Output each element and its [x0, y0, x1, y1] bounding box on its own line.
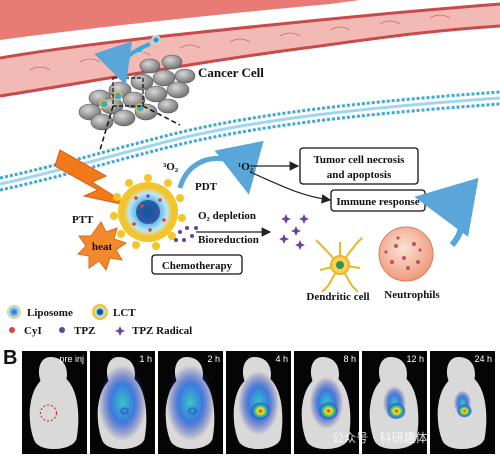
mouse-silhouette — [29, 357, 79, 450]
lct-legend-icon — [92, 304, 108, 320]
tumor-necrosis-label: Tumor cell necrosis — [314, 154, 406, 166]
timepoint-label: 1 h — [139, 354, 152, 364]
immune-feedback-arrow — [414, 177, 479, 248]
imaging-frame: 2 h — [158, 351, 223, 454]
imaging-frames: pre inj 1 h 2 h 4 h 8 h 12 h 24 h — [22, 351, 495, 454]
timepoint-label: 2 h — [207, 354, 220, 364]
tumor-fluorescence-spot — [119, 406, 130, 416]
neutrophil-icon — [378, 226, 434, 282]
fluorescence-signal — [166, 365, 215, 441]
timepoint-label: 12 h — [406, 354, 424, 364]
tpz-radical-legend-icon — [115, 326, 125, 336]
imaging-frame: 1 h — [90, 351, 155, 454]
zoom-line — [142, 105, 181, 126]
timepoint-label: pre inj — [59, 354, 84, 364]
tumor-fluorescence-spot — [250, 402, 271, 420]
tumor-fluorescence-spot — [318, 402, 339, 420]
legend-tpz-radical: TPZ Radical — [132, 325, 192, 337]
neutrophils-label: Neutrophils — [384, 289, 440, 301]
apoptosis-label: and apoptosis — [327, 169, 392, 181]
ptt-label: PTT — [72, 214, 94, 226]
tpz-legend-icon — [59, 327, 65, 333]
legend-liposome: Liposome — [27, 307, 73, 319]
chemotherapy-box — [151, 254, 243, 275]
imaging-frame: pre inj — [22, 351, 87, 454]
tumor-fluorescence-spot — [456, 404, 473, 418]
legend-tpz: TPZ — [74, 325, 95, 337]
o2-triplet-label: ³O₂ — [163, 161, 179, 173]
lct-nanoparticle — [110, 174, 186, 250]
pdt-arrow — [177, 140, 264, 195]
tumor-fluorescence-spot — [187, 406, 198, 416]
imaging-frame: 12 h — [362, 351, 427, 454]
timepoint-label: 8 h — [343, 354, 356, 364]
panel-b-letter: B — [3, 347, 17, 369]
liposome-legend-icon — [7, 305, 21, 319]
tumor-site-marker — [39, 404, 58, 422]
bioreduction-label: Bioreduction — [198, 234, 259, 246]
o2-singlet-label: ¹O₂ — [238, 161, 254, 173]
tumor-fluorescence-spot — [387, 402, 406, 420]
fluorescence-signal — [98, 365, 147, 441]
legend-lct: LCT — [113, 307, 136, 319]
watermark: 公众号 · 科研趣体 — [332, 430, 427, 445]
cyi-legend-icon — [9, 327, 15, 333]
o2-depletion-label: O₂ depletion — [198, 210, 256, 222]
dendritic-cell-icon — [315, 237, 363, 293]
cancer-cell-cluster — [78, 54, 196, 131]
pdt-label: PDT — [195, 181, 218, 193]
circulating-liposomes — [94, 35, 161, 86]
immune-response-label: Immune response — [336, 196, 419, 208]
legend: Liposome LCT CyI TPZ TPZ Radical — [7, 304, 192, 337]
cancer-cell-label: Cancer Cell — [198, 65, 264, 80]
timepoint-label: 24 h — [474, 354, 492, 364]
heat-burst: heat — [76, 221, 128, 272]
imaging-frame: 8 h — [294, 351, 359, 454]
legend-cyi: CyI — [24, 325, 42, 337]
imaging-frame: 4 h — [226, 351, 291, 454]
tumor-necrosis-box — [299, 147, 419, 185]
timepoint-label: 4 h — [275, 354, 288, 364]
imaging-frame: 24 h — [430, 351, 495, 454]
released-tpz — [174, 226, 198, 242]
dendritic-cell-label: Dendritic cell — [306, 291, 369, 303]
laser-lightning-icon — [54, 149, 131, 207]
chemotherapy-label: Chemotherapy — [162, 260, 233, 272]
tpz-radicals — [279, 214, 309, 250]
arrow-to-immune — [249, 171, 332, 204]
heat-label: heat — [92, 241, 113, 253]
